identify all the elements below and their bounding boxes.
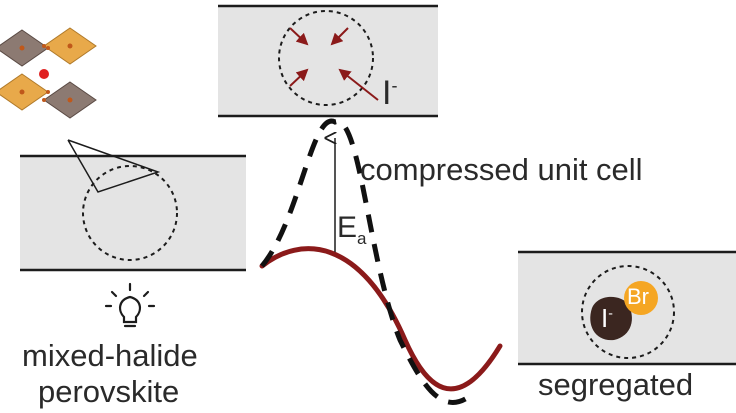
iodide-domain — [590, 296, 632, 341]
segregated-iodide-label: I- — [601, 303, 613, 334]
activation-energy-label: Ea — [337, 211, 366, 249]
compressed-cell-panel — [218, 4, 438, 118]
iodide-symbol: I — [382, 74, 392, 112]
lightbulb-icon — [104, 282, 156, 328]
iodide-charge: - — [391, 75, 398, 96]
energy-curve-light — [259, 246, 503, 392]
activation-energy-subscript: a — [357, 229, 367, 248]
bulb-glass — [118, 295, 142, 324]
segregated-label: segregated — [538, 367, 694, 402]
mixed-halide-label: mixed-halide perovskite — [22, 338, 198, 410]
compression-arrow-bl — [289, 68, 309, 87]
compressed-band-fill — [218, 6, 438, 116]
mixed-halide-panel — [20, 139, 246, 272]
mixed-halide-line1: mixed-halide — [22, 338, 198, 373]
compression-arrow-tl — [289, 27, 309, 46]
bromide-domain — [624, 281, 658, 315]
iodide-arrow — [338, 68, 379, 101]
compressed-cell-circle — [278, 10, 374, 106]
segregated-iodide-charge: - — [608, 304, 613, 321]
perovskite-octahedra-icon — [0, 27, 97, 119]
compressed-label: compressed unit cell — [360, 152, 643, 187]
octahedra-vertices — [19, 43, 73, 103]
segregated-iodide-symbol: I — [601, 303, 609, 333]
mixed-band-fill — [20, 156, 246, 270]
iodide-label: I- — [382, 74, 397, 113]
bulb-ray-right — [142, 290, 150, 298]
activation-energy-symbol: E — [337, 211, 358, 244]
bulb-ray-left — [110, 290, 118, 298]
segregated-bromide-label: Br — [627, 284, 649, 309]
compression-arrows — [289, 27, 379, 101]
segregated-cell-circle — [581, 265, 675, 359]
mixed-cell-circle — [82, 165, 178, 261]
zoom-callout-lines — [67, 139, 161, 193]
a-site-cation — [39, 69, 49, 79]
compression-arrow-tr — [330, 27, 349, 46]
mixed-halide-line2: perovskite — [38, 374, 180, 409]
segregated-panel — [518, 250, 736, 366]
energy-curve-dark — [260, 118, 472, 405]
